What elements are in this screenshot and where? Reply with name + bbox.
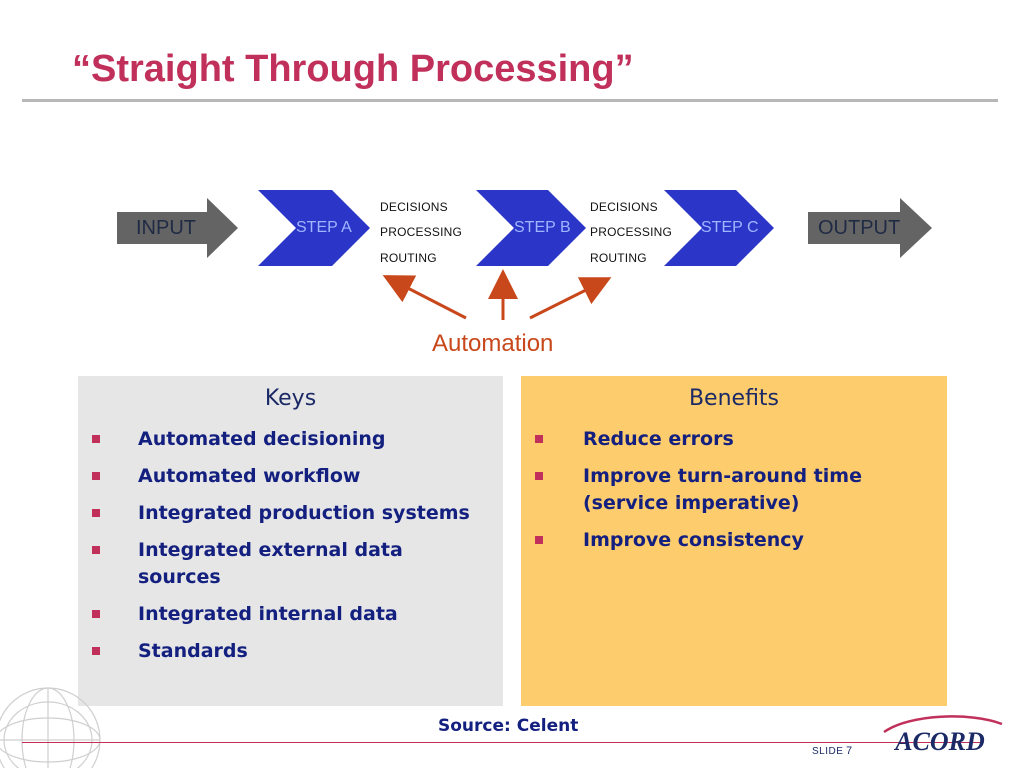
gap1-routing: ROUTING: [380, 251, 437, 265]
bullet-icon: [535, 435, 543, 443]
footer-divider: [22, 742, 982, 743]
process-flow-diagram: INPUT OUTPUT STEP A STEP B STEP C DECISI…: [0, 0, 1024, 370]
gap2-routing: ROUTING: [590, 251, 647, 265]
output-arrow-shape: [808, 198, 932, 258]
list-item-text: Reduce errors: [583, 428, 734, 450]
logo-text: ACORD: [893, 727, 985, 756]
keys-heading: Keys: [264, 386, 317, 411]
list-item: Automated decisioning: [78, 426, 503, 453]
bullet-icon: [92, 647, 100, 655]
step-a-label: STEP A: [296, 219, 352, 236]
automation-arrow-left: [382, 275, 467, 320]
list-item-text: Integrated internal data: [138, 603, 398, 625]
acord-logo-icon: ACORD: [883, 715, 1003, 756]
slide-label: SLIDE: [812, 746, 844, 757]
slide-number: 7: [846, 745, 853, 757]
bullet-icon: [535, 472, 543, 480]
automation-arrow-right: [529, 277, 612, 320]
title-divider: [22, 99, 998, 102]
list-item: Automated workflow: [78, 463, 503, 490]
step-c-label: STEP C: [701, 219, 759, 236]
benefits-heading: Benefits: [688, 386, 780, 411]
globe-icon: [0, 687, 101, 768]
list-item: Improve consistency: [521, 527, 947, 554]
bullet-icon: [92, 435, 100, 443]
bullet-icon: [92, 610, 100, 618]
list-item: Reduce errors: [521, 426, 947, 453]
step-b-label: STEP B: [514, 219, 571, 236]
list-item-text: Integrated production systems: [138, 502, 470, 524]
slide-title: “Straight Through Processing”: [72, 48, 634, 90]
flow-shapes: [117, 190, 932, 320]
input-label: INPUT: [136, 217, 196, 239]
output-label: OUTPUT: [818, 217, 901, 239]
bullet-icon: [92, 472, 100, 480]
bullet-icon: [535, 536, 543, 544]
list-item: Integrated internal data: [78, 601, 503, 628]
list-item: Integrated production systems: [78, 500, 503, 527]
step-c-chevron: [664, 190, 774, 266]
list-item-text: Automated decisioning: [138, 428, 386, 450]
bullet-icon: [92, 546, 100, 554]
gap2-processing: PROCESSING: [590, 225, 673, 239]
list-item-text: Standards: [138, 640, 248, 662]
gap2-decisions: DECISIONS: [590, 200, 658, 214]
benefits-list: Reduce errors Improve turn-around time (…: [521, 426, 947, 564]
step-b-chevron: [476, 190, 586, 266]
keys-list: Automated decisioning Automated workflow…: [78, 426, 503, 675]
list-item-text: Improve turn-around time (service impera…: [583, 465, 862, 514]
automation-label: Automation: [432, 330, 554, 357]
source-citation: Source: Celent: [438, 716, 579, 736]
step-a-chevron: [258, 190, 370, 266]
list-item: Standards: [78, 638, 503, 665]
benefits-panel: Benefits Reduce errors Improve turn-arou…: [521, 376, 947, 706]
gap1-decisions: DECISIONS: [380, 200, 448, 214]
gap1-processing: PROCESSING: [380, 225, 463, 239]
bullet-icon: [92, 509, 100, 517]
list-item-text: Integrated external data sources: [138, 539, 403, 588]
list-item-text: Automated workflow: [138, 465, 361, 487]
keys-panel: Keys Automated decisioning Automated wor…: [78, 376, 503, 706]
list-item: Integrated external data sources: [78, 537, 503, 591]
list-item-text: Improve consistency: [583, 529, 804, 551]
list-item: Improve turn-around time (service impera…: [521, 463, 947, 517]
input-arrow-shape: [117, 198, 238, 258]
